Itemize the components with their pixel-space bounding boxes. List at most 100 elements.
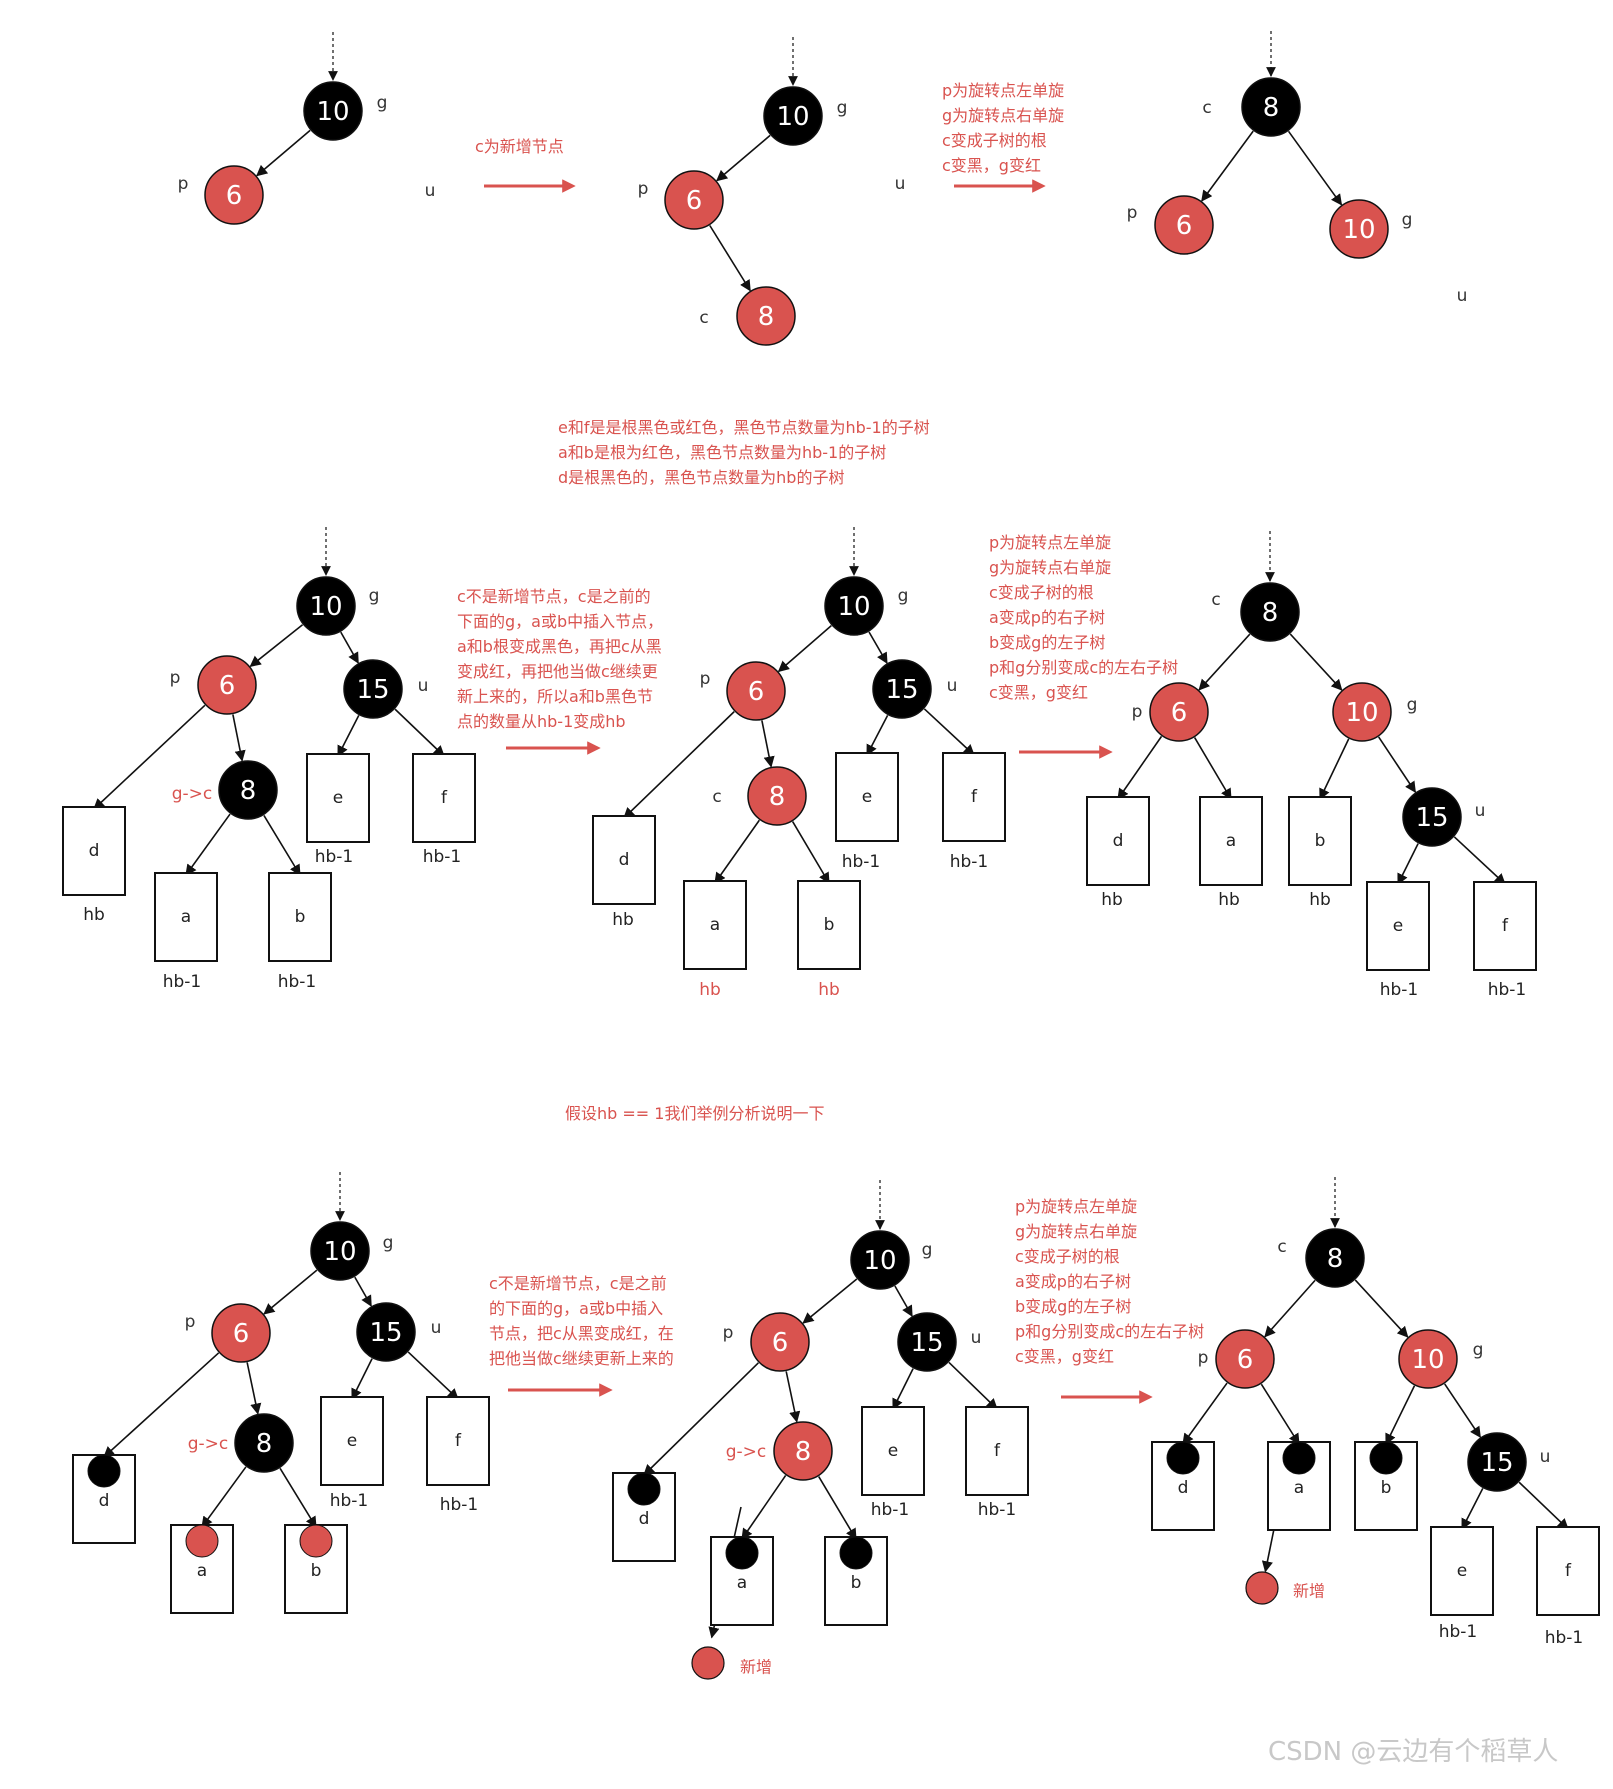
tree-edge (1354, 1279, 1409, 1338)
subtree-name: d (1113, 831, 1124, 851)
node-role-label: g->c (188, 1434, 229, 1454)
node-value: 6 (1237, 1345, 1254, 1375)
subtree-black-height: hb-1 (1488, 980, 1527, 1000)
subtree-black-height: hb-1 (950, 852, 989, 872)
node-role-label: c (1202, 98, 1211, 118)
subtree-name: e (1457, 1561, 1467, 1581)
tree-edge (256, 129, 311, 177)
subtree-black-height: hb-1 (1439, 1622, 1478, 1642)
subtree-name: b (311, 1561, 322, 1581)
note-line: p和g分别变成c的左右子树 (989, 658, 1178, 677)
subtree-rect (426, 1396, 490, 1486)
tree-node-8-black: 8 (1241, 77, 1301, 137)
node-role-label: g (1407, 695, 1418, 715)
node-circle (1241, 77, 1301, 137)
note-line: p为旋转点左单旋 (942, 81, 1064, 100)
note-line: c不是新增节点，c是之前 (489, 1274, 667, 1293)
subtree-black-height: hb-1 (978, 1500, 1017, 1520)
tree-node-6-red: 6 (211, 1303, 271, 1363)
subtree-black-height: hb-1 (1380, 980, 1419, 1000)
tree-node-10-black: 10 (850, 1230, 910, 1290)
node-value: 8 (758, 302, 775, 332)
node-circle (1240, 582, 1300, 642)
subtree-name: a (1226, 831, 1236, 851)
tree-edge (1117, 735, 1163, 800)
note-line: 的下面的g，a或b中插入 (489, 1299, 663, 1318)
tree-edge (340, 631, 359, 664)
note-line: p为旋转点左单旋 (1015, 1197, 1137, 1216)
node-value: 10 (1411, 1345, 1444, 1375)
csdn-watermark: CSDN @云边有个稻草人 (1268, 1737, 1558, 1767)
tree-edge (201, 1466, 247, 1528)
tree-node-8-red: 8 (773, 1421, 833, 1481)
node-role-label: p (723, 1323, 734, 1343)
node-role-label: c (699, 308, 708, 328)
node-role-label: u (1457, 286, 1468, 306)
node-role-label: c (1211, 590, 1220, 610)
node-role-label: g (898, 586, 909, 606)
subtree-box-d: d (1151, 1441, 1215, 1531)
subtree-box-e: ehb-1 (1366, 881, 1430, 1000)
node-value: 15 (369, 1318, 402, 1348)
subtree-box-e: e hb-1 (1430, 1526, 1494, 1642)
subtree-name: f (994, 1441, 1001, 1461)
subtree-name: a (181, 907, 191, 927)
subtree-name: d (1178, 1478, 1189, 1498)
node-role-label: g (369, 586, 380, 606)
tree-edge (709, 225, 751, 292)
note-line: 变成红，再把他当做c继续更 (457, 662, 658, 681)
node-circle (1402, 787, 1462, 847)
note-line: c不是新增节点，c是之前的 (457, 587, 651, 606)
node-circle (726, 661, 786, 721)
node-value: 6 (686, 186, 703, 216)
node-role-label: g->c (172, 784, 213, 804)
tree-edge (868, 631, 888, 664)
subtree-black-height: hb-1 (842, 852, 881, 872)
subtree-rect (306, 753, 370, 843)
subtree-name: d (89, 841, 100, 861)
node-circle (872, 659, 932, 719)
subtree-name: a (737, 1573, 747, 1593)
note-line: p为旋转点左单旋 (989, 533, 1111, 552)
node-circle (310, 1221, 370, 1281)
node-circle (747, 766, 807, 826)
subtree-name: e (862, 787, 872, 807)
subtree-rect (1086, 796, 1150, 886)
tree-edge (232, 714, 246, 762)
subtree-rect (965, 1406, 1029, 1496)
tree-edge (892, 1368, 914, 1411)
node-role-label: p (178, 174, 189, 194)
note-line: c为新增节点 (475, 137, 564, 156)
tree-node-15-black: 15 (356, 1302, 416, 1362)
subtree-box-e: ehb-1 (320, 1396, 384, 1511)
tree-edge (923, 708, 975, 756)
note-line: b变成g的左子树 (989, 633, 1105, 652)
note-line: g为旋转点右单旋 (1015, 1222, 1137, 1241)
subtree-black-height: hb-1 (330, 1491, 369, 1511)
node-value: 15 (356, 675, 389, 705)
tree-edge (1201, 130, 1254, 202)
subtree-name: d (619, 850, 630, 870)
note-line: c变黑，g变红 (989, 683, 1088, 702)
node-value: 10 (309, 592, 342, 622)
tree-edge (1319, 738, 1350, 801)
subtree-box-a: ahb-1 (154, 872, 218, 992)
node-role-label: u (947, 676, 958, 696)
node-value: 8 (256, 1429, 273, 1459)
subtree-box-b: b (1354, 1441, 1418, 1531)
note-r2a2: p为旋转点左单旋g为旋转点右单旋c变成子树的根a变成p的右子树b变成g的左子树p… (989, 533, 1178, 702)
black-root-dot-icon (725, 1536, 759, 1570)
tree-edge (1198, 633, 1251, 691)
note-line: 节点，把c从黑变成红，在 (489, 1324, 674, 1343)
tree-node-8-red: 8 (736, 286, 796, 346)
node-role-label: p (638, 179, 649, 199)
tree-edge (1397, 843, 1419, 886)
tree-edge (351, 1358, 373, 1401)
new-node-circle (691, 1646, 725, 1680)
node-role-label: p (1132, 702, 1143, 722)
subtree-name: f (441, 788, 448, 808)
tree-edge (716, 134, 771, 182)
node-value: 6 (1171, 698, 1188, 728)
node-circle (356, 1302, 416, 1362)
node-role-label: g (1473, 1340, 1484, 1360)
